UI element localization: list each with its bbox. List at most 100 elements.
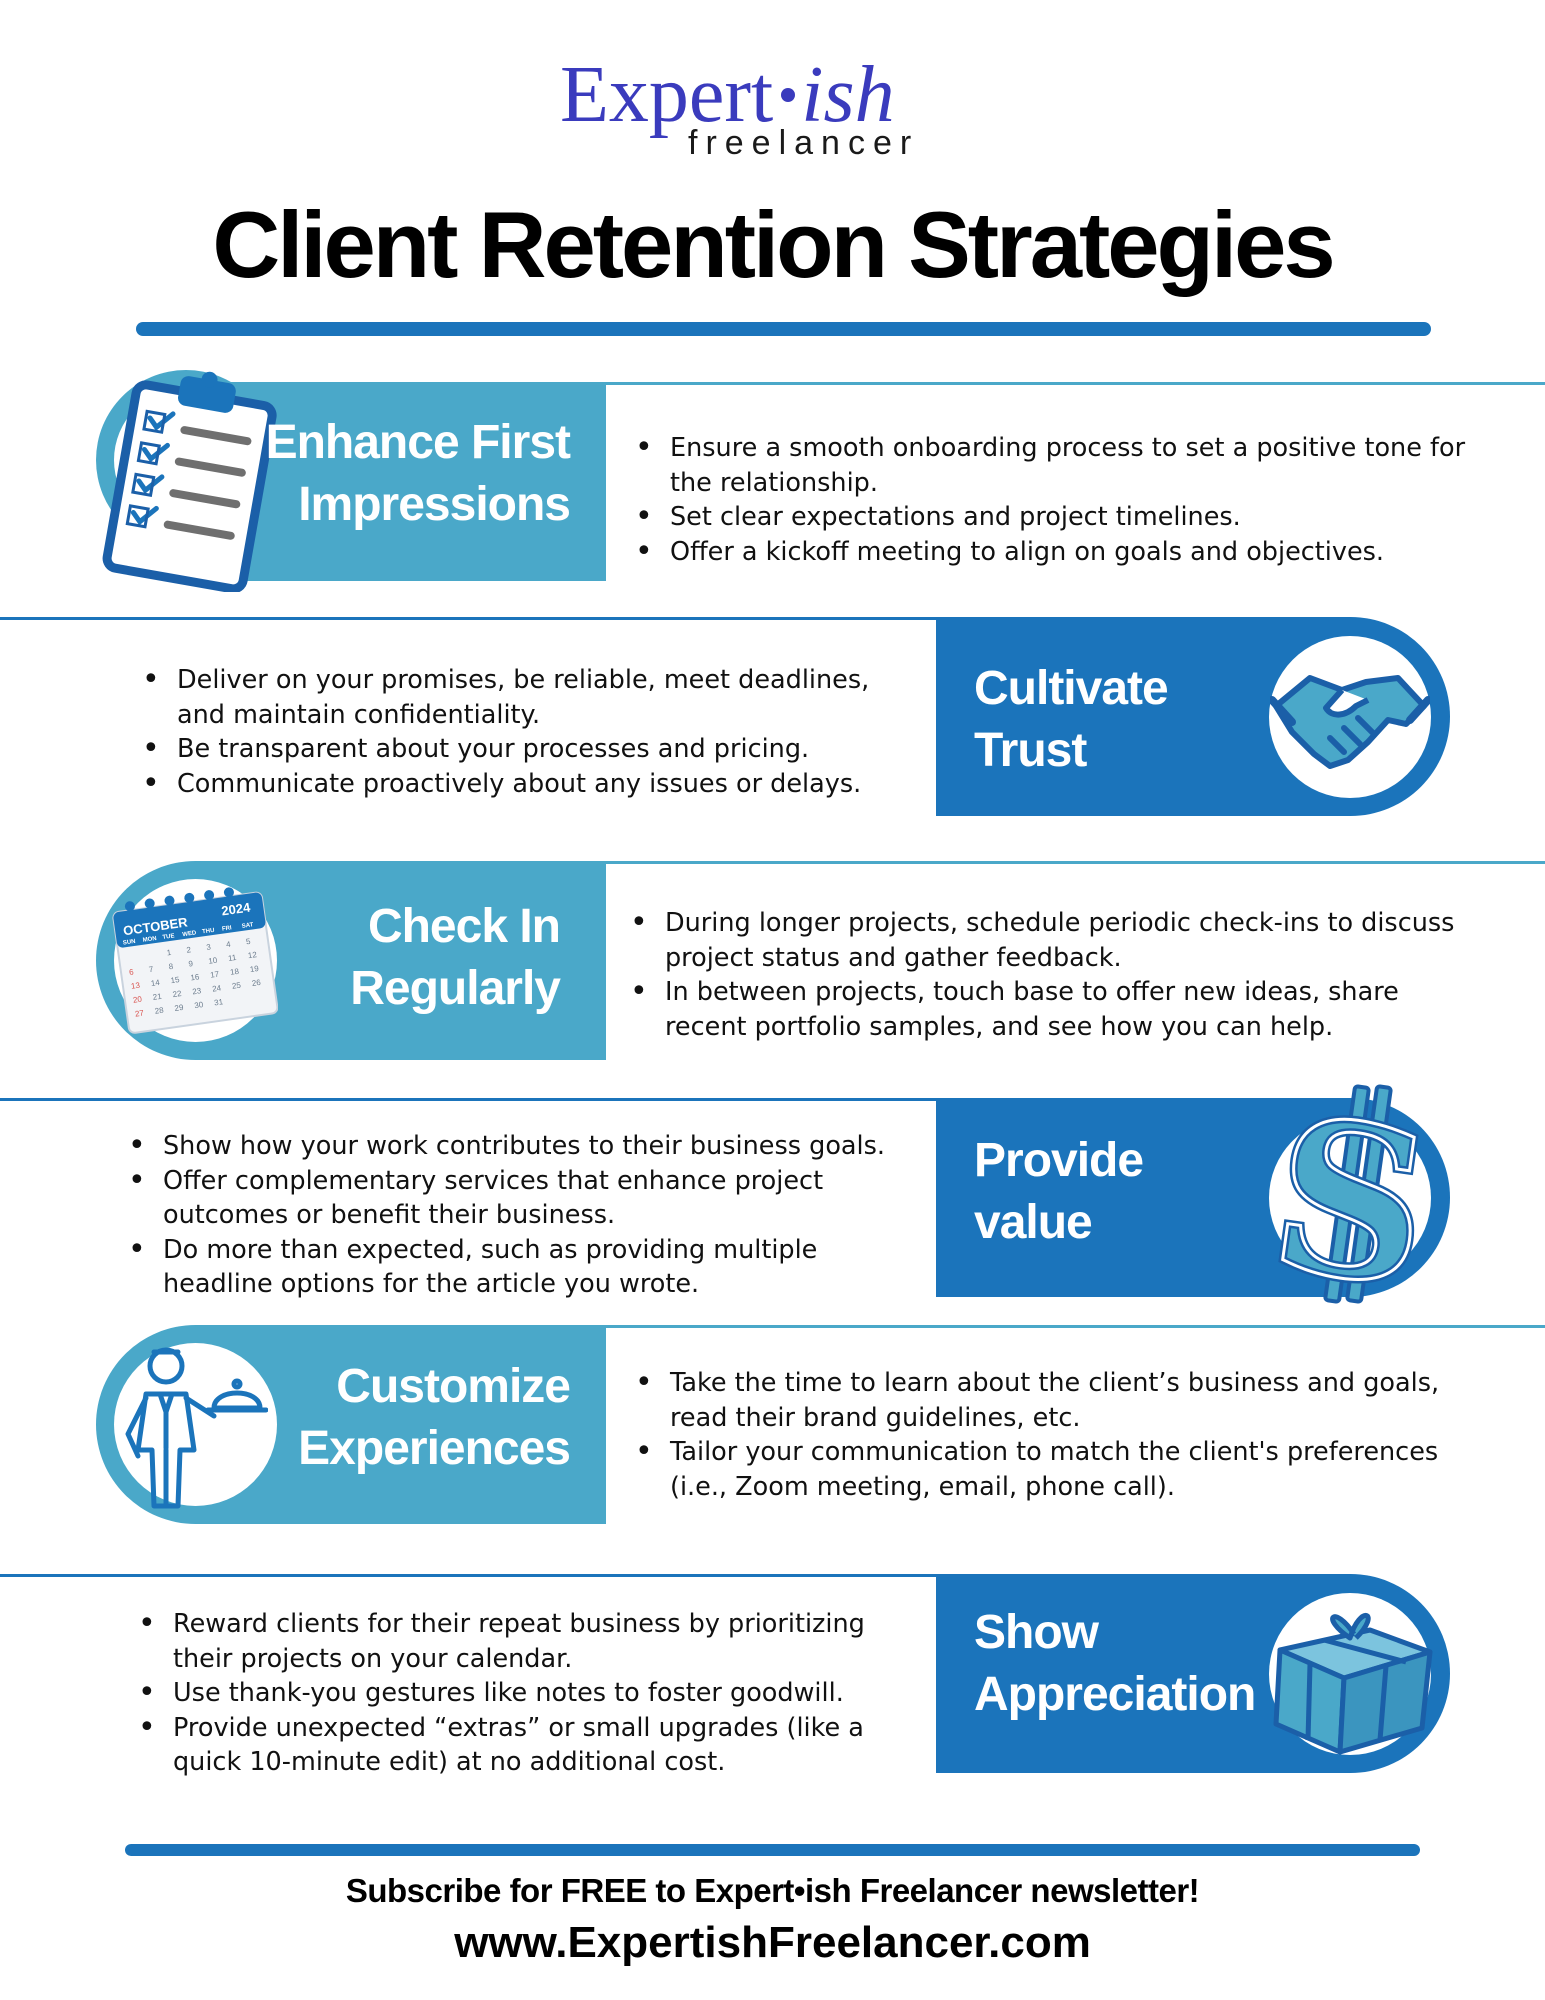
section-title-line: Impressions xyxy=(298,478,571,531)
calendar-day-number: 12 xyxy=(247,950,258,960)
calendar-day-number: 31 xyxy=(214,997,225,1007)
calendar-day-number: 2 xyxy=(186,945,192,955)
list-item: Set clear expectations and project timel… xyxy=(633,500,1473,535)
calendar-day-number: 9 xyxy=(188,959,194,969)
list-item: Reward clients for their repeat business… xyxy=(136,1607,916,1676)
calendar-day-number: 5 xyxy=(245,937,251,947)
section-title-line: Enhance First xyxy=(265,416,571,469)
section-title-line: Provide xyxy=(974,1134,1144,1187)
list-item: Show how your work contributes to their … xyxy=(126,1129,926,1164)
calendar-day-number: 20 xyxy=(132,994,143,1004)
logo-subtext: freelancer xyxy=(688,124,920,162)
list-item: Provide unexpected “extras” or small upg… xyxy=(136,1711,916,1780)
calendar-day-number: 30 xyxy=(194,1000,205,1010)
section-title-line: Check In xyxy=(367,900,561,953)
list-item: Be transparent about your processes and … xyxy=(140,732,920,767)
clipboard-checklist-icon xyxy=(102,371,277,592)
calendar-day-number: 8 xyxy=(168,962,174,972)
svg-text:S: S xyxy=(1262,1080,1442,1312)
section-divider xyxy=(606,861,1545,864)
section-title-line: Experiences xyxy=(298,1422,571,1475)
section-divider xyxy=(0,1098,936,1101)
logo-main-text: Expert xyxy=(560,51,774,139)
section-title-customize-experiences: Customize Experiences xyxy=(290,1356,571,1480)
calendar-day-header: SUN xyxy=(123,939,136,947)
list-item: Communicate proactively about any issues… xyxy=(140,767,920,802)
calendar-day-header: SAT xyxy=(241,922,254,930)
section-title-line: Show xyxy=(974,1606,1099,1659)
section-title-line: Regularly xyxy=(350,962,561,1015)
bullet-list: Show how your work contributes to their … xyxy=(126,1129,926,1302)
calendar-day-number: 18 xyxy=(229,967,240,977)
section-title-line: Customize xyxy=(336,1360,571,1413)
section-title-line: value xyxy=(974,1196,1093,1249)
section-title-line: Cultivate xyxy=(974,662,1169,715)
calendar-day-header: MON xyxy=(142,936,157,944)
list-item: Take the time to learn about the client’… xyxy=(633,1366,1473,1435)
dollar-sign-icon: S S xyxy=(1262,1080,1442,1312)
calendar-day-number: 28 xyxy=(154,1006,165,1016)
calendar-day-number: 7 xyxy=(148,965,154,975)
calendar-day-number: 1 xyxy=(166,948,172,958)
calendar-day-number: 21 xyxy=(152,992,163,1002)
calendar-day-number: 24 xyxy=(212,983,223,993)
calendar-day-header: WED xyxy=(182,930,197,938)
calendar-day-number: 23 xyxy=(192,986,203,996)
calendar-day-number: 25 xyxy=(231,981,242,991)
calendar-day-header: THU xyxy=(202,928,215,936)
bullet-list: Reward clients for their repeat business… xyxy=(136,1607,916,1780)
gift-box-icon xyxy=(1273,1613,1433,1755)
calendar-day-number: 6 xyxy=(128,967,134,977)
section-title-check-in-regularly: Check In Regularly xyxy=(300,896,561,1020)
bullet-list: Ensure a smooth onboarding process to se… xyxy=(633,431,1473,569)
list-item: Use thank-you gestures like notes to fos… xyxy=(136,1676,916,1711)
footer-divider xyxy=(125,1844,1420,1856)
bullet-list: Take the time to learn about the client’… xyxy=(633,1366,1473,1504)
bullet-list: During longer projects, schedule periodi… xyxy=(628,906,1468,1044)
logo-wordmark: Expert ish xyxy=(560,52,895,138)
page-title: Client Retention Strategies xyxy=(212,192,1335,297)
logo-dot xyxy=(781,87,796,102)
list-item: Do more than expected, such as providing… xyxy=(126,1233,926,1302)
list-item: In between projects, touch base to offer… xyxy=(628,975,1468,1044)
calendar-icon: OCTOBER 2024 SUN MON TUE WED THU FRI SAT… xyxy=(112,887,278,1034)
calendar-day-number: 22 xyxy=(172,989,183,999)
calendar-day-number: 11 xyxy=(228,953,238,963)
calendar-day-header: TUE xyxy=(162,933,175,941)
calendar-day-number: 27 xyxy=(134,1008,145,1018)
website-link[interactable]: www.ExpertishFreelancer.com xyxy=(454,1918,1091,1967)
list-item: Offer a kickoff meeting to align on goal… xyxy=(633,535,1473,570)
bullet-list: Deliver on your promises, be reliable, m… xyxy=(140,663,920,801)
list-item: Deliver on your promises, be reliable, m… xyxy=(140,663,920,732)
calendar-day-number: 16 xyxy=(190,972,201,982)
calendar-day-number: 3 xyxy=(206,942,212,952)
section-divider xyxy=(0,1574,936,1577)
section-divider xyxy=(606,382,1545,385)
section-title-show-appreciation: Show Appreciation xyxy=(974,1602,1274,1726)
butler-icon xyxy=(125,1347,268,1509)
section-divider xyxy=(0,617,936,620)
calendar-day-number: 26 xyxy=(251,978,262,988)
logo-suffix-text: ish xyxy=(801,51,895,139)
calendar-day-number: 15 xyxy=(170,975,181,985)
list-item: During longer projects, schedule periodi… xyxy=(628,906,1468,975)
calendar-day-number: 10 xyxy=(208,956,219,966)
calendar-day-header: FRI xyxy=(222,925,233,932)
list-item: Offer complementary services that enhanc… xyxy=(126,1164,926,1233)
newsletter-cta: Subscribe for FREE to Expert•ish Freelan… xyxy=(345,1872,1200,1909)
title-underline xyxy=(136,322,1431,336)
brand-logo: Expert ish freelancer xyxy=(560,52,1000,162)
svg-text:S: S xyxy=(1262,1080,1442,1312)
section-title-cultivate-trust: Cultivate Trust xyxy=(974,658,1274,782)
section-title-enhance-first-impressions: Enhance First Impressions xyxy=(200,412,571,536)
calendar-day-number: 4 xyxy=(226,940,232,950)
calendar-day-number: 14 xyxy=(150,978,161,988)
section-title-provide-value: Provide value xyxy=(974,1130,1274,1254)
calendar-day-number: 13 xyxy=(130,981,141,991)
list-item: Tailor your communication to match the c… xyxy=(633,1435,1473,1504)
calendar-year: 2024 xyxy=(220,900,251,919)
section-divider xyxy=(606,1325,1545,1328)
section-title-line: Appreciation xyxy=(974,1668,1256,1721)
list-item: Ensure a smooth onboarding process to se… xyxy=(633,431,1473,500)
section-title-line: Trust xyxy=(974,724,1087,777)
